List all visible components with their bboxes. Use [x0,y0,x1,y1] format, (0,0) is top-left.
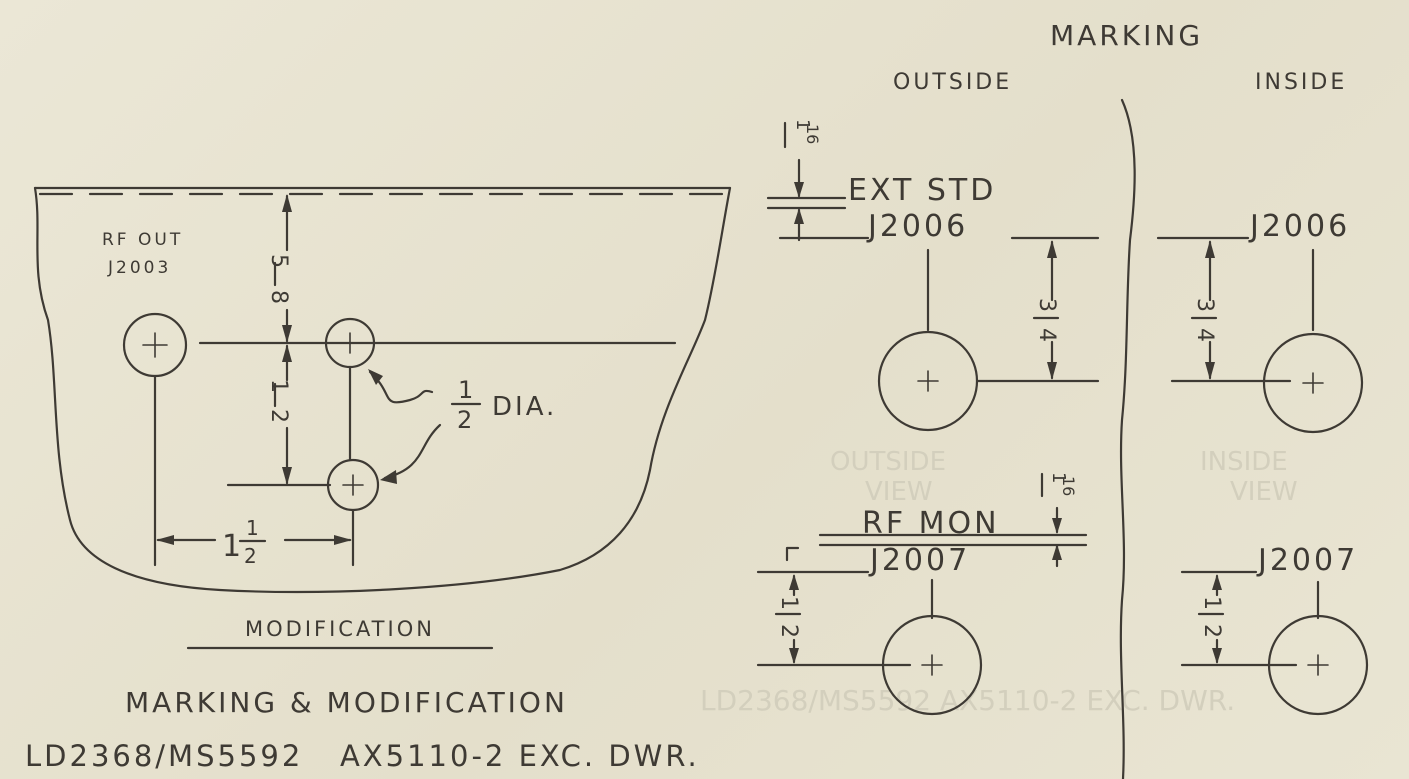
dim-112-den: 2 [244,544,257,568]
ext-std-label: EXT STD [848,173,996,208]
rf-out-label: RF OUT [102,230,183,250]
svg-text:1: 1 [776,596,801,610]
hole-j2006-inside [1262,332,1364,434]
svg-text:1: 1 [1199,596,1224,610]
svg-text:8: 8 [266,290,291,304]
divider-line [1119,98,1136,779]
gap2-num: 1 [1048,472,1069,483]
dia-label: DIA. [492,392,557,422]
dia-leader-upper [368,370,434,404]
inside-label: INSIDE [1255,70,1347,95]
svg-text:4: 4 [1192,328,1217,342]
rf-mon-label: RF MON [862,506,1000,541]
panel-outline [33,186,732,594]
dim-34-outside: 3 4 [1032,298,1060,342]
dim-58-text: 5 8 [266,254,291,304]
dim-12-outside: 1 2 [774,596,802,638]
svg-text:2: 2 [776,624,801,638]
dia-leader-lower [383,423,442,480]
svg-text:INSIDE: INSIDE [1200,447,1288,477]
dim-112-whole: 1 [222,529,241,564]
footer-line1: MARKING & MODIFICATION [125,686,568,719]
svg-text:4: 4 [1034,328,1059,342]
svg-text:2: 2 [266,409,291,423]
j2006-inside-label: J2006 [1248,209,1350,244]
svg-text:3: 3 [1192,298,1217,312]
title-block: MARKING & MODIFICATION LD2368/MS5592 AX5… [25,686,700,773]
bleed-through: OUTSIDE VIEW INSIDE VIEW LD2368/MS5592 A… [700,447,1298,717]
j2006-outside-label: J2006 [866,209,968,244]
modification-panel: RF OUT J2003 5 8 [33,186,732,650]
gap-num: 1 [792,119,813,130]
gap2-den: 16 [1059,476,1078,496]
dim-112-num: 1 [246,516,259,540]
dim-34-inside: 3 4 [1190,298,1218,342]
svg-text:2: 2 [1199,624,1224,638]
gap-den: 16 [803,124,822,144]
marking-title: MARKING [1050,19,1203,52]
marking-panel: MARKING OUTSIDE INSIDE 1 16 EXT STD J200… [756,19,1369,779]
j2003-label: J2003 [107,258,171,278]
svg-text:VIEW: VIEW [1230,477,1298,507]
svg-text:1: 1 [266,379,291,393]
svg-text:5: 5 [266,254,291,268]
svg-text:VIEW: VIEW [865,477,933,507]
svg-text:LD2368/MS5592 AX5110-2 EXC. DW: LD2368/MS5592 AX5110-2 EXC. DWR. [700,684,1235,717]
dim-12-text: 1 2 [266,379,291,423]
dim-12-inside: 1 2 [1197,596,1225,638]
svg-text:OUTSIDE: OUTSIDE [830,447,946,477]
footer-line2: LD2368/MS5592 AX5110-2 EXC. DWR. [25,739,700,773]
j2007-outside-label: J2007 [868,543,970,578]
j2007-inside-label: J2007 [1256,543,1358,578]
dia-num: 1 [458,376,473,404]
modification-caption: MODIFICATION [245,617,435,641]
svg-text:3: 3 [1034,298,1059,312]
outside-label: OUTSIDE [893,70,1012,95]
dia-den: 2 [457,406,472,434]
